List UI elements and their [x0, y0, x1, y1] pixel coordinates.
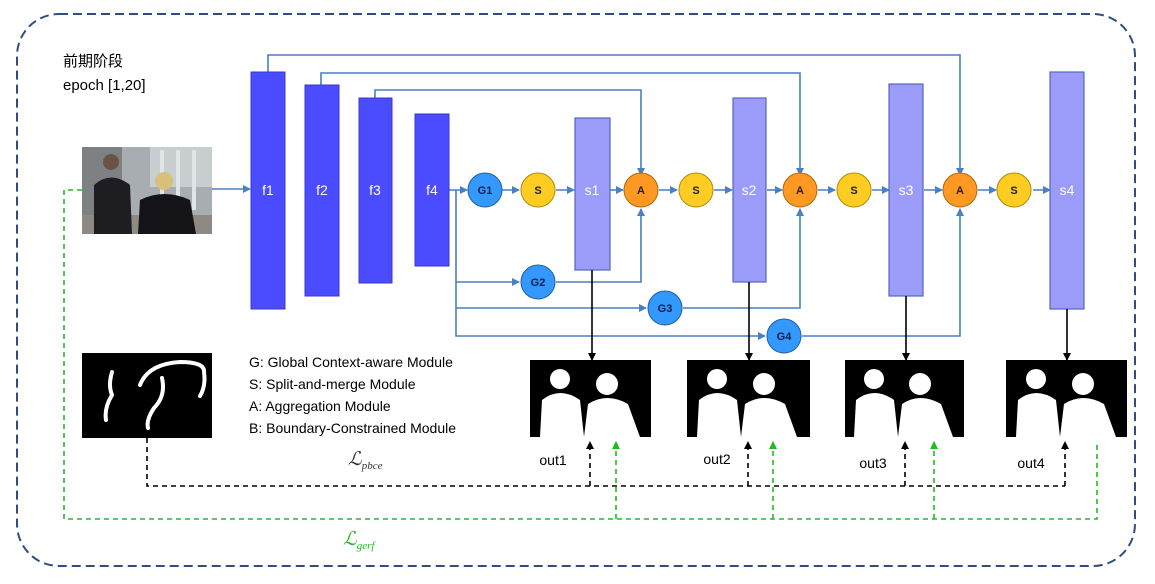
pbce-loss-lines — [146, 438, 1069, 487]
encoder-f3 — [358, 97, 393, 284]
loss-pbce-label: ℒpbce — [348, 449, 383, 472]
output-label-1: out1 — [539, 452, 566, 468]
legend-aggregation: A: Aggregation Module — [249, 398, 391, 414]
output-mask-4 — [1006, 360, 1127, 437]
global-g4-label: G4 — [777, 331, 793, 343]
encoder-f3-label: f3 — [369, 182, 381, 198]
side-s3 — [888, 83, 924, 297]
side-s1 — [574, 117, 611, 271]
encoder-f4 — [414, 113, 450, 267]
input-image — [82, 147, 212, 234]
global-module-g4 — [766, 318, 802, 354]
split-module-4 — [996, 172, 1032, 208]
global-g2-label: G2 — [531, 277, 546, 289]
gerf-loss-lines — [63, 189, 1098, 520]
side-s1-label: s1 — [585, 182, 600, 198]
global-module-g3 — [647, 290, 683, 326]
legend-global: G: Global Context-aware Module — [249, 354, 453, 370]
side-s4 — [1049, 71, 1085, 310]
output-label-2: out2 — [703, 451, 730, 467]
split-module-3 — [836, 172, 872, 208]
agg-1-label: A — [637, 185, 645, 197]
split-module-2 — [678, 172, 714, 208]
stage-epoch: epoch [1,20] — [63, 77, 146, 94]
legend-boundary: B: Boundary-Constrained Module — [249, 420, 456, 436]
legend-split: S: Split-and-merge Module — [249, 376, 416, 392]
encoder-f2 — [304, 84, 340, 297]
scribble-image — [82, 353, 212, 438]
stage-frame — [16, 13, 1136, 567]
encoder-f4-label: f4 — [426, 182, 438, 198]
output-label-3: out3 — [859, 455, 886, 471]
agg-module-1 — [623, 172, 659, 208]
global-g3-label: G3 — [658, 303, 673, 315]
output-mask-1 — [530, 360, 651, 437]
global-module-g1 — [467, 172, 503, 208]
side-s3-label: s3 — [899, 182, 914, 198]
encoder-f1 — [250, 71, 286, 310]
split-3-label: S — [850, 185, 857, 197]
encoder-f2-label: f2 — [316, 182, 328, 198]
agg-2-label: A — [796, 185, 804, 197]
side-s2 — [732, 97, 767, 283]
side-s4-label: s4 — [1060, 182, 1075, 198]
agg-module-2 — [782, 172, 818, 208]
stage-title: 前期阶段 — [63, 53, 123, 70]
split-module-1 — [520, 172, 556, 208]
output-arrows — [588, 270, 1071, 361]
agg-3-label: A — [956, 185, 964, 197]
agg-module-3 — [942, 172, 978, 208]
loss-gerf-label: ℒgerf — [343, 529, 376, 552]
connections — [267, 54, 1051, 340]
split-4-label: S — [1010, 185, 1017, 197]
global-g1-label: G1 — [478, 185, 493, 197]
output-mask-2 — [687, 360, 810, 437]
encoder-f1-label: f1 — [262, 182, 274, 198]
global-module-g2 — [520, 264, 556, 300]
output-mask-3 — [845, 360, 964, 437]
side-s2-label: s2 — [742, 182, 757, 198]
split-2-label: S — [692, 185, 699, 197]
split-1-label: S — [534, 185, 541, 197]
output-label-4: out4 — [1017, 455, 1044, 471]
